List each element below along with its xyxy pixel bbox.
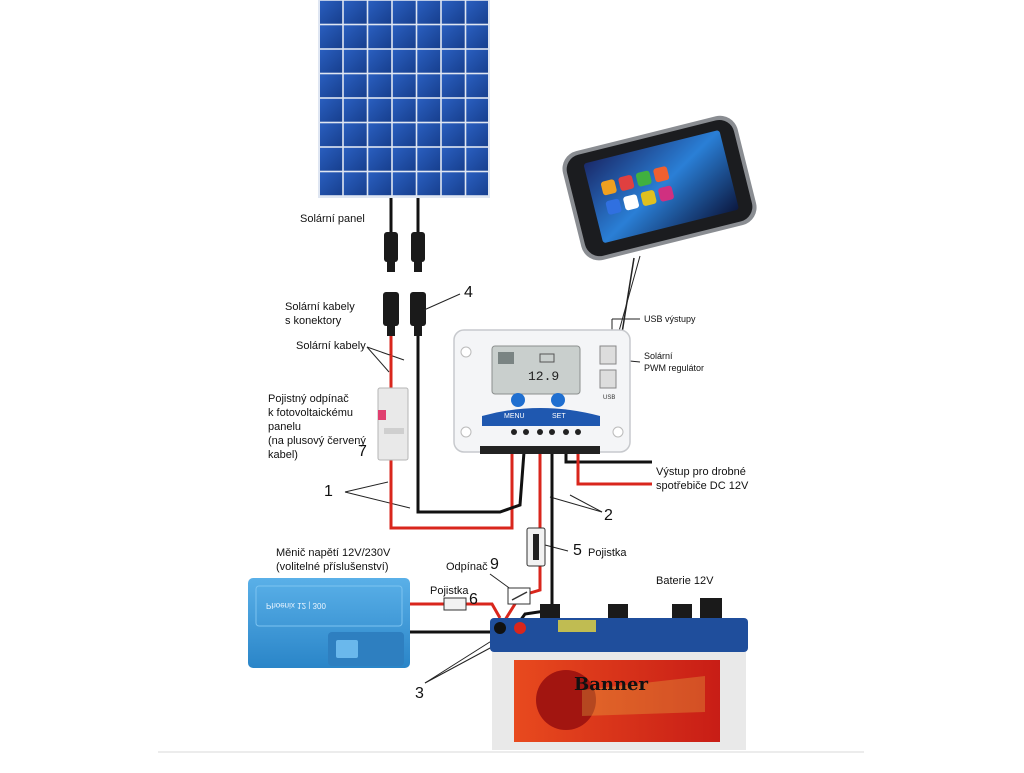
label-fuse-5: Pojistka	[588, 547, 627, 559]
mc4-connectors-bottom	[383, 292, 426, 336]
label-fuse-6: Pojistka	[430, 585, 469, 597]
leader-lines	[344, 255, 641, 684]
pwm-regulator	[453, 329, 631, 454]
fuse-disconnector	[377, 387, 409, 461]
marker-6: 6	[469, 591, 478, 608]
fuse-6	[443, 597, 467, 611]
label-solar-panel: Solární panel	[300, 213, 365, 225]
menu-button-label: MENU	[504, 413, 525, 420]
set-button-label: SET	[552, 413, 566, 420]
label-fuse-disconnector-4: (na plusový červený	[268, 435, 366, 447]
marker-2: 2	[604, 507, 613, 524]
label-fuse-disconnector-3: panelu	[268, 421, 302, 433]
marker-3: 3	[415, 685, 424, 702]
label-regulator-2: PWM regulátor	[644, 363, 705, 373]
solar-panel	[318, 0, 490, 198]
marker-1: 1	[324, 483, 333, 500]
inverter	[248, 578, 410, 668]
label-output-2: spotřebiče DC 12V	[656, 480, 749, 492]
disconnector	[507, 587, 531, 605]
label-battery: Baterie 12V	[656, 575, 714, 587]
smartphone	[562, 115, 757, 261]
fuse-5	[526, 527, 546, 567]
battery-brand: Banner	[574, 674, 648, 695]
label-fuse-disconnector-2: k fotovoltaickému	[268, 407, 353, 419]
label-output-1: Výstup pro drobné	[656, 466, 746, 478]
app-icons	[600, 166, 674, 215]
label-solar-cables: Solární kabely	[296, 340, 366, 352]
label-solar-cables-connectors-2: s konektory	[285, 315, 342, 327]
label-disconnector: Odpínač	[446, 561, 488, 573]
usb-port-label: USB	[603, 395, 616, 401]
marker-4: 4	[464, 284, 473, 301]
label-inverter-2: (volitelné příslušenství)	[276, 561, 389, 573]
label-fuse-disconnector-1: Pojistný odpínač	[268, 393, 349, 405]
mc4-connectors-top	[384, 232, 425, 272]
battery	[490, 598, 748, 750]
label-fuse-disconnector-5: kabel)	[268, 449, 298, 461]
panel-cables	[389, 198, 420, 232]
marker-5: 5	[573, 542, 582, 559]
lcd-reading: 12.9	[528, 369, 560, 384]
label-solar-cables-connectors-1: Solární kabely	[285, 301, 355, 313]
label-regulator-1: Solární	[644, 351, 673, 361]
marker-9: 9	[490, 556, 499, 573]
inverter-brand: Phoenix 12 | 300	[266, 601, 326, 610]
label-usb-outputs: USB výstupy	[644, 314, 696, 324]
label-inverter-1: Měnič napětí 12V/230V	[276, 547, 391, 559]
marker-7: 7	[358, 443, 367, 460]
